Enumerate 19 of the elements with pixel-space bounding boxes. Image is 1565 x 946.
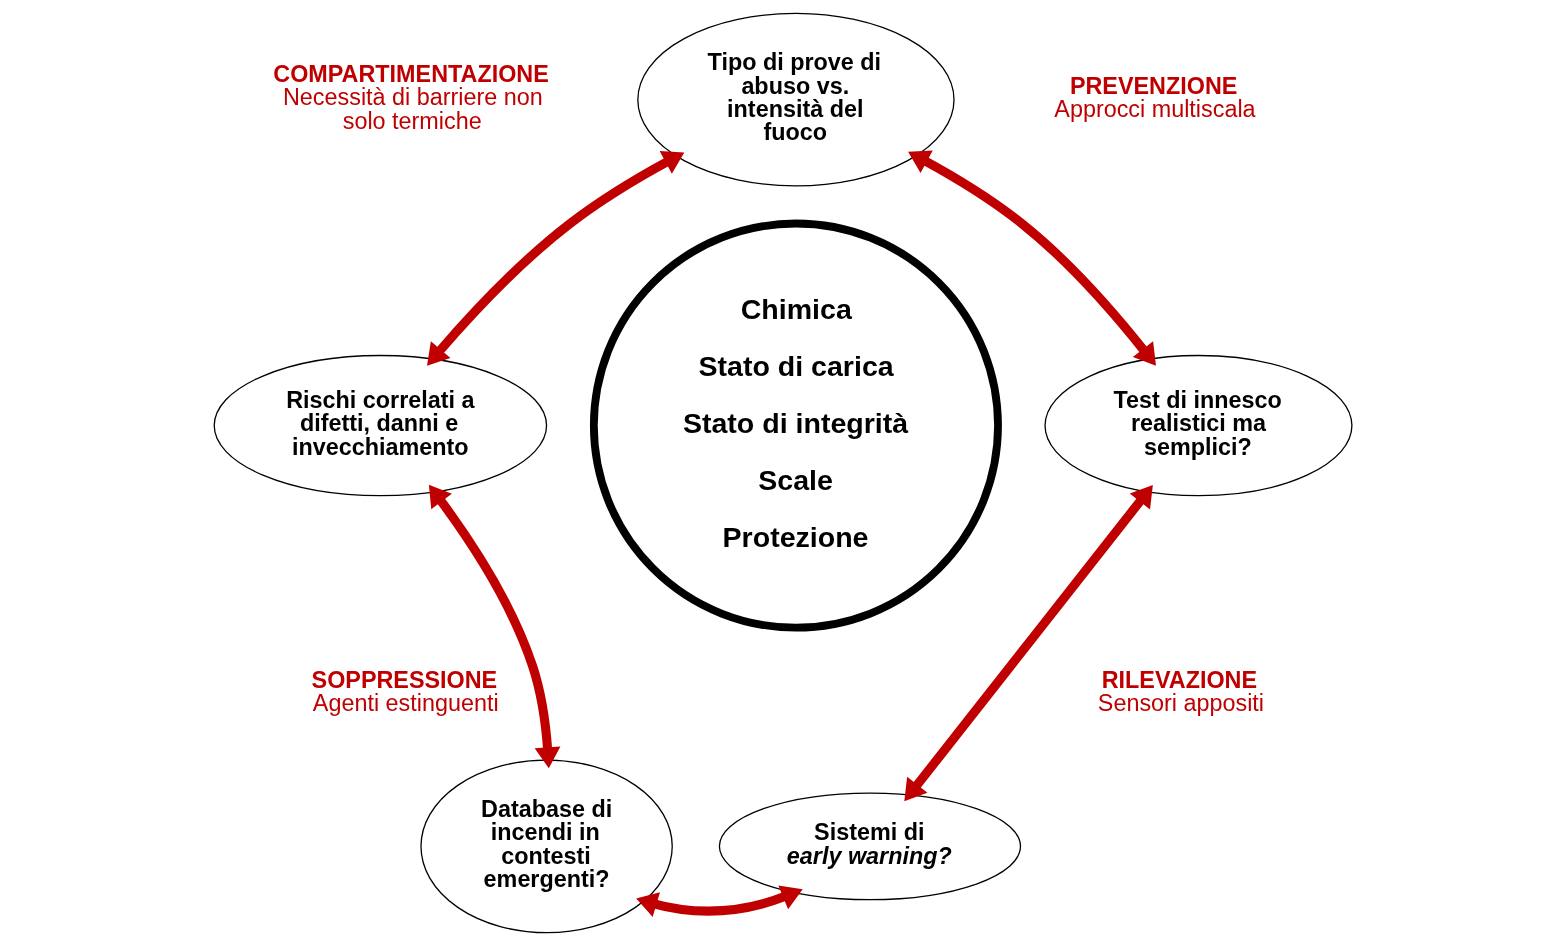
label: PREVENZIONE <box>1069 72 1237 99</box>
label: Necessità di barriere non solo termiche <box>282 84 543 134</box>
label: RILEVAZIONE <box>1101 666 1257 693</box>
label: Agenti estinguenti <box>312 690 499 717</box>
arrow <box>426 151 684 366</box>
label: Approcci multiscala <box>1053 96 1256 123</box>
node-circle: Chimica Stato di carica Stato di integrità Scale Protezione <box>589 219 1002 632</box>
label: COMPARTIMENTAZIONE <box>272 60 549 87</box>
arrow <box>428 484 560 769</box>
node-ellipse: Database di incendi in contesti emergenti? <box>419 759 673 934</box>
label: SOPPRESSIONE <box>311 666 497 693</box>
node-ellipse: Sistemi di early warning? <box>718 792 1021 901</box>
node-ellipse: Test di innesco realistici ma semplici? <box>1043 354 1353 497</box>
arrow <box>903 484 1153 802</box>
arrow <box>635 885 803 917</box>
label: Sensori appositi <box>1097 690 1264 717</box>
arrow <box>907 150 1156 366</box>
node-ellipse: Rischi correlati a difetti, danni e invecchiamento <box>213 354 547 497</box>
node-ellipse: Tipo di prove di abuso vs. intensità del fuoco <box>636 12 955 187</box>
